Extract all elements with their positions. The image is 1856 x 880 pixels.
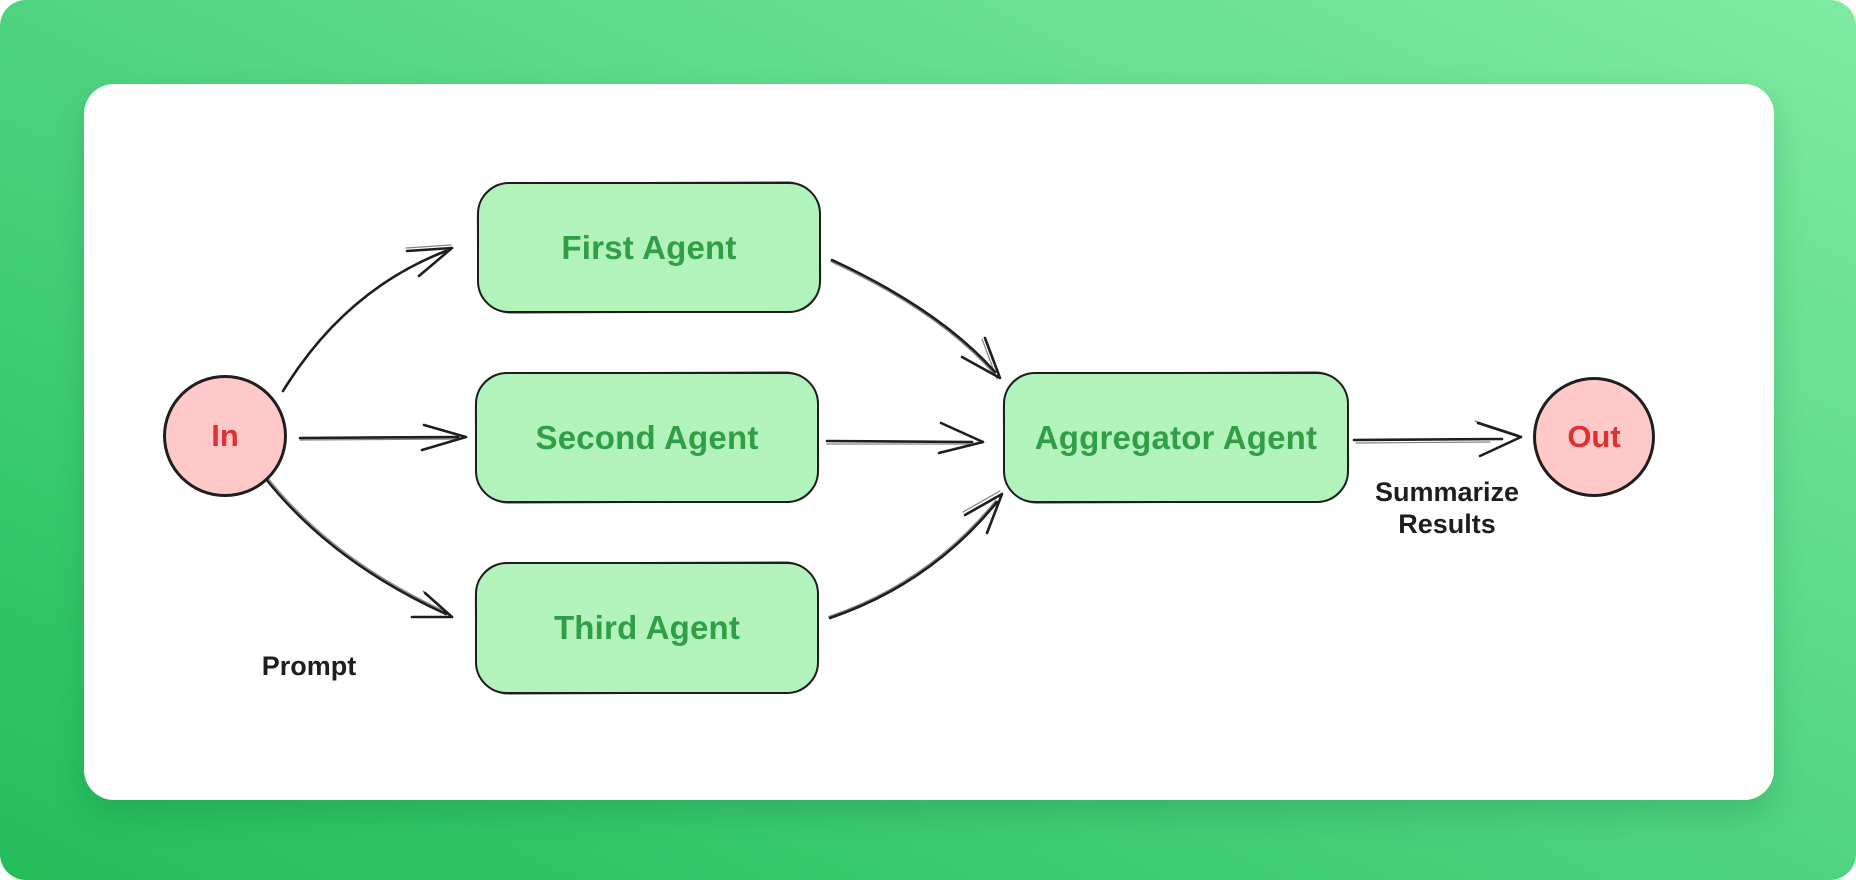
node-first-agent-label: First Agent xyxy=(561,228,737,266)
arrow-second-agent-to-aggregator xyxy=(825,421,985,455)
node-in: In xyxy=(163,375,287,497)
arrow-in-to-second-agent xyxy=(298,423,468,452)
edge-label-prompt: Prompt xyxy=(261,651,357,681)
arrow-first-agent-to-aggregator xyxy=(830,258,1002,380)
arrow-in-to-third-agent xyxy=(264,476,454,619)
arrow-in-to-first-agent xyxy=(281,244,454,393)
node-third-agent: Third Agent xyxy=(475,562,819,694)
node-second-agent: Second Agent xyxy=(475,372,819,503)
arrow-aggregator-to-out xyxy=(1352,420,1523,458)
node-aggregator-agent: Aggregator Agent xyxy=(1003,372,1349,503)
node-first-agent: First Agent xyxy=(477,182,821,313)
node-out-label: Out xyxy=(1567,419,1621,454)
node-in-label: In xyxy=(211,418,239,453)
edge-label-summarize-results: Summarize Results xyxy=(1374,477,1520,540)
node-out: Out xyxy=(1533,377,1655,497)
arrow-third-agent-to-aggregator xyxy=(828,490,1004,620)
node-aggregator-agent-label: Aggregator Agent xyxy=(1034,418,1318,456)
node-second-agent-label: Second Agent xyxy=(535,418,759,456)
node-third-agent-label: Third Agent xyxy=(553,609,741,646)
